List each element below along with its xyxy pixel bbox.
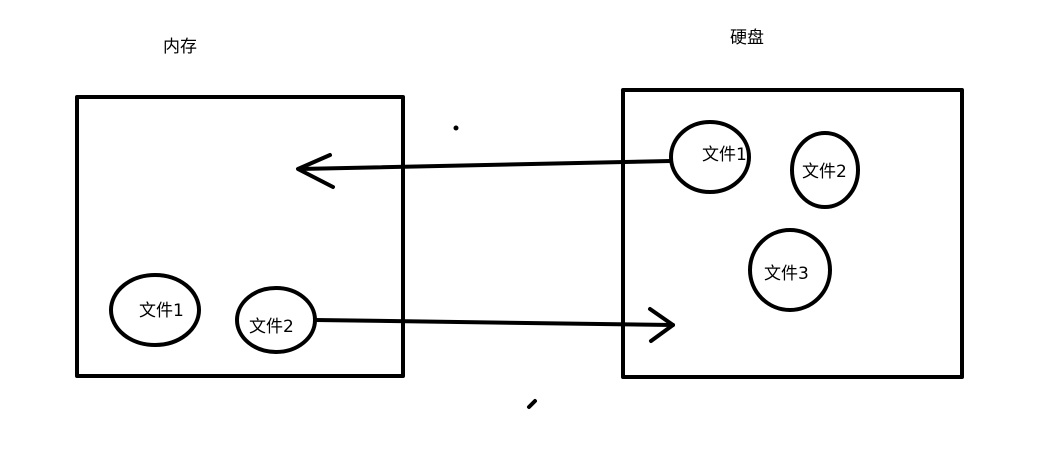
disk-box [621, 88, 964, 379]
memory-box [75, 95, 405, 378]
arrow-shaft [297, 159, 673, 171]
file-circle [669, 120, 751, 194]
file-label: 文件2 [802, 162, 847, 182]
arrow-disk-to-memory [296, 153, 673, 189]
arrow-memory-to-disk [313, 307, 675, 343]
memory-file-1: 文件1 [109, 273, 201, 347]
file-circle [748, 228, 832, 312]
disk-file-2: 文件2 [790, 131, 860, 209]
file-label: 文件1 [139, 301, 184, 321]
disk-file-3: 文件3 [748, 228, 832, 312]
disk-title: 硬盘 [730, 28, 764, 48]
file-label: 文件3 [764, 264, 809, 284]
memory-title: 内存 [163, 37, 197, 57]
arrow-shaft [313, 318, 675, 327]
arrow-head [648, 307, 675, 343]
stray-dot [453, 125, 459, 131]
file-circle [109, 273, 201, 347]
memory-file-2: 文件2 [235, 286, 317, 354]
arrow-head [296, 153, 335, 189]
file-label: 文件1 [702, 145, 747, 165]
stray-mark [527, 399, 537, 409]
disk-file-1: 文件1 [669, 120, 751, 194]
file-label: 文件2 [249, 317, 294, 337]
file-circle [790, 131, 860, 209]
